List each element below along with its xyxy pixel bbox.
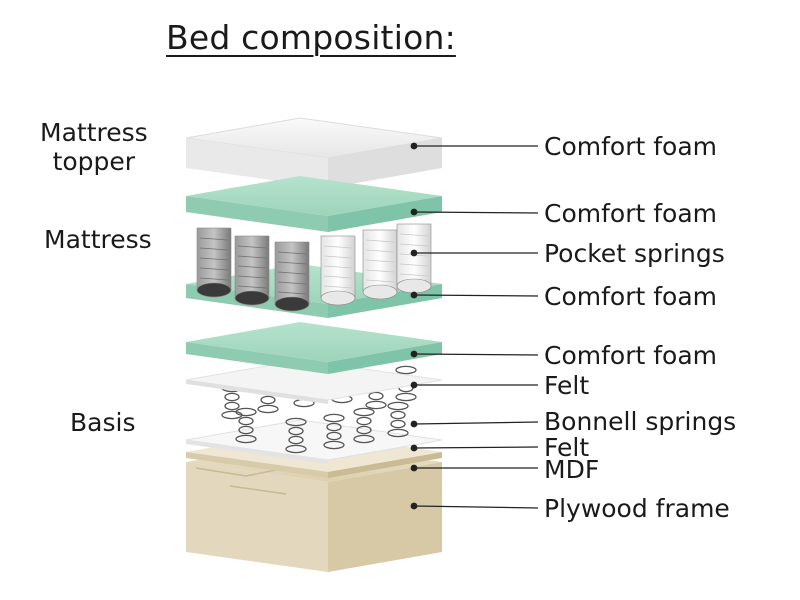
- leader-line: [413, 294, 539, 297]
- topper-layer: [185, 117, 443, 188]
- layer-label-mattress-bottom-foam: Comfort foam: [544, 282, 717, 311]
- bonnell-coil: [387, 401, 409, 438]
- group-label-mattress: Mattress: [44, 225, 152, 254]
- pocket-spring: [196, 227, 232, 298]
- leader-dot: [410, 381, 418, 389]
- bonnell-coil: [235, 407, 257, 444]
- layer-label-topper-foam: Comfort foam: [544, 132, 717, 161]
- leader-dot: [410, 208, 418, 216]
- mattress-top-foam-layer: [186, 176, 442, 232]
- leader-line: [413, 211, 539, 214]
- pocket-spring: [362, 229, 398, 300]
- layer-label-mattress-top-foam: Comfort foam: [544, 199, 717, 228]
- leader-dot: [410, 249, 418, 257]
- leader-line: [413, 446, 539, 449]
- felt-bottom-layer: [185, 419, 443, 464]
- layer-label-felt-top: Felt: [544, 371, 590, 400]
- leader-line: [413, 505, 539, 509]
- leader-dot: [410, 444, 418, 452]
- group-label-mattress-topper: Mattress topper: [40, 118, 148, 176]
- pocket-springs-layer: [196, 223, 432, 312]
- leader-dot: [410, 420, 418, 428]
- pocket-spring: [274, 241, 310, 312]
- layer-label-plywood-frame: Plywood frame: [544, 494, 730, 523]
- leader-lines: [410, 142, 539, 510]
- basis-foam-layer: [186, 322, 442, 374]
- group-label-topper-line2: topper: [52, 147, 136, 176]
- felt-top-layer: [185, 359, 443, 404]
- layer-label-bonnell-springs: Bonnell springs: [544, 407, 737, 436]
- leader-dot: [410, 350, 418, 358]
- group-label-basis: Basis: [70, 408, 136, 437]
- leader-line: [413, 421, 539, 425]
- leader-line: [413, 353, 539, 356]
- pocket-spring: [234, 235, 270, 306]
- bonnell-coil: [353, 407, 375, 444]
- leader-dot: [410, 502, 418, 510]
- leader-dot: [410, 464, 418, 472]
- leader-dot: [410, 291, 418, 299]
- group-label-topper-line1: Mattress: [40, 118, 148, 147]
- layer-label-mdf: MDF: [544, 455, 600, 484]
- bonnell-coil: [323, 413, 345, 450]
- layer-label-felt-bottom: Felt: [544, 433, 590, 462]
- leader-dot: [410, 142, 418, 150]
- diagram-title: Bed composition:: [166, 18, 456, 57]
- bonnell-coil: [285, 417, 307, 454]
- pocket-spring: [396, 223, 432, 294]
- layer-label-pocket-springs: Pocket springs: [544, 239, 725, 268]
- pocket-spring: [320, 235, 356, 306]
- layer-label-basis-foam: Comfort foam: [544, 341, 717, 370]
